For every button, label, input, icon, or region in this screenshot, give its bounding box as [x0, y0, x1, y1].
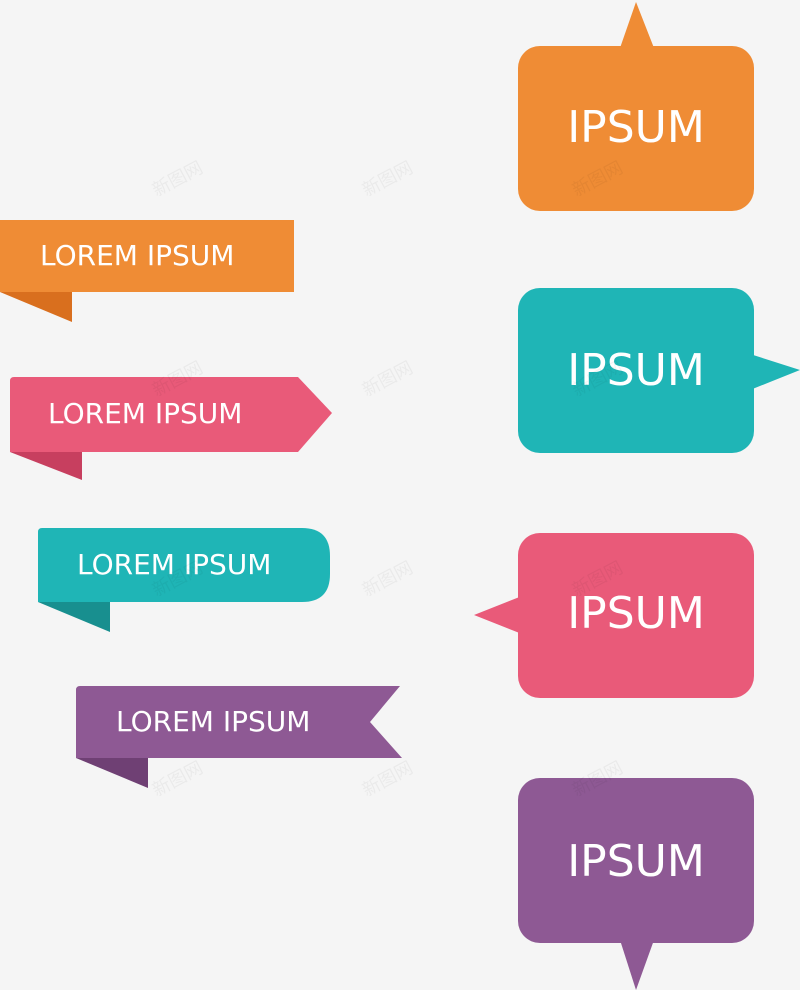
ribbon-purple-label: LOREM IPSUM — [116, 705, 311, 738]
bubble-pink-body — [518, 533, 754, 698]
bubble-purple-body — [518, 778, 754, 943]
ribbon-orange — [0, 220, 294, 322]
ribbon-purple-fold — [76, 758, 148, 788]
bubble-teal-body — [518, 288, 754, 453]
ribbon-teal-body — [38, 528, 330, 602]
ribbon-orange-fold — [0, 292, 72, 322]
ribbon-teal-fold — [38, 602, 110, 632]
bubble-orange — [518, 2, 754, 211]
bubble-pink-tail — [474, 596, 522, 634]
bubble-teal-label: IPSUM — [567, 345, 705, 396]
bubble-orange-body — [518, 46, 754, 211]
bubble-pink — [474, 533, 754, 698]
bubble-pink-label: IPSUM — [567, 588, 705, 639]
ribbon-purple — [76, 686, 402, 788]
ribbon-pink — [10, 377, 332, 480]
ribbon-pink-body — [10, 377, 332, 452]
ribbon-orange-label: LOREM IPSUM — [40, 239, 235, 272]
bubble-teal — [518, 288, 800, 453]
ribbon-pink-fold — [10, 452, 82, 480]
ribbon-orange-body — [0, 220, 294, 292]
ribbon-pink-label: LOREM IPSUM — [48, 397, 243, 430]
bubble-teal-tail — [750, 354, 800, 390]
bubble-purple-tail — [620, 940, 654, 990]
bubble-purple — [518, 778, 754, 990]
bubble-orange-tail — [620, 2, 654, 48]
ribbon-teal-label: LOREM IPSUM — [77, 548, 272, 581]
bubble-orange-label: IPSUM — [567, 102, 705, 153]
ribbon-purple-body — [76, 686, 402, 758]
bubble-purple-label: IPSUM — [567, 836, 705, 887]
ribbon-teal — [38, 528, 330, 632]
